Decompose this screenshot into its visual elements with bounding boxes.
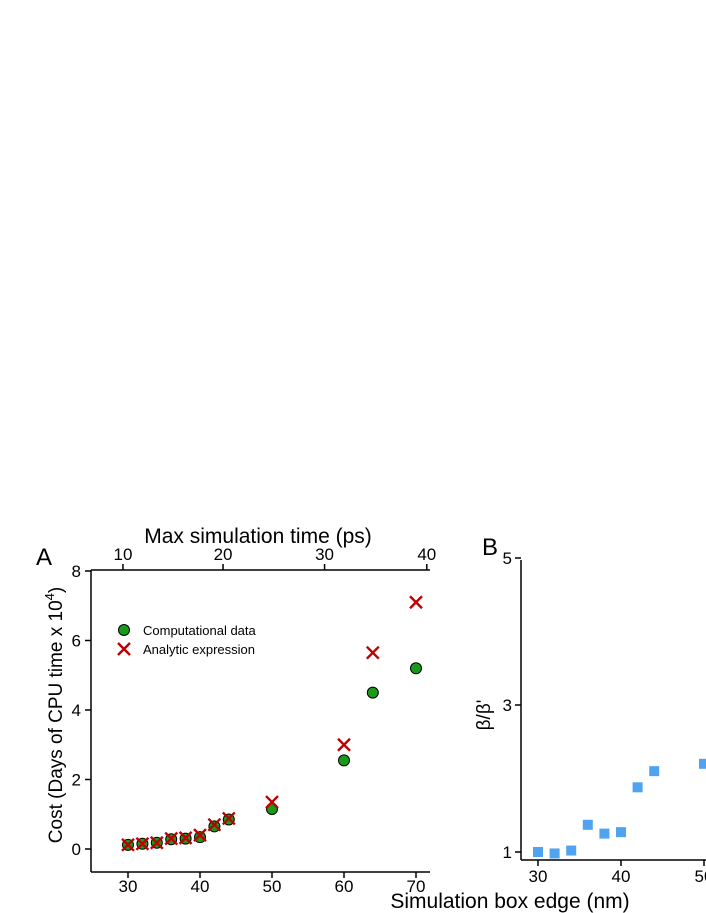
panel-a-data-point-analytic [265,795,279,809]
panel-b-x-tick-label: 30 [529,867,548,886]
panel-a-x-tick-label: 40 [191,877,210,896]
panel-b-data-point [566,845,577,856]
panel-b-data-point [699,758,706,769]
panel-a-data-point-analytic [193,828,207,842]
panel-a-y-tick-label: 8 [72,562,81,581]
panel-a: A Max simulation time (ps) Cost (Days of… [36,525,436,896]
panel-a-data-point-analytic [121,837,135,852]
panel-b: B β/β' 1 3 5 30 40 50 [474,534,706,886]
panel-a-data-point-computational [194,831,206,844]
panel-a-data-point-analytic [149,835,164,850]
panel-a-top-x-tick-label: 30 [315,545,334,564]
panel-a-y-axis-title-suffix: ) [46,587,67,593]
panel-a-y-tick-label: 6 [72,632,81,651]
panel-a-x-tick-label: 60 [335,877,354,896]
panel-b-x-tick-label: 40 [612,867,631,886]
panel-b-label: B [482,534,498,561]
panel-a-top-x-tick-label: 20 [214,545,233,564]
panel-a-data-point-analytic [221,811,236,826]
panel-a-legend-marker-computational [118,624,130,636]
panel-a-y-axis-title: Cost (Days of CPU time x 104) [42,587,67,843]
panel-a-data-point-analytic [135,836,150,851]
panel-a-x-tick-label: 50 [263,877,282,896]
panel-a-y-tick-label: 4 [72,701,81,720]
panel-a-legend-marker-analytic [117,642,131,656]
panel-b-y-axis-title: β/β' [474,700,495,731]
panel-a-top-x-tick-label: 10 [113,545,132,564]
panel-b-data-point [649,766,660,777]
panel-a-data-point-analytic [164,831,179,846]
panel-a-legend-label: Computational data [143,623,257,638]
panel-a-data-point-analytic [409,595,423,610]
panel-b-y-tick-label: 3 [503,696,512,715]
panel-a-top-x-axis-title: Max simulation time (ps) [144,525,372,548]
panel-b-data-point [632,782,643,793]
panel-b-x-tick-label: 50 [695,867,706,886]
panel-a-data-point-analytic [365,645,380,660]
panel-b-data-point [549,848,560,859]
panel-b-data-point [616,827,626,838]
panel-a-label: A [36,544,52,571]
panel-b-y-tick-label: 1 [503,843,512,862]
panel-b-data-point [599,828,610,839]
panel-a-legend-label: Analytic expression [143,642,255,657]
panel-a-y-tick-label: 0 [72,840,81,859]
panel-a-data-point-analytic [337,737,351,752]
panel-b-data-point [582,819,593,830]
panel-a-data-point-computational [208,820,221,833]
panel-a-x-tick-label: 70 [407,877,426,896]
panel-a-x-tick-label: 30 [119,877,138,896]
panel-b-y-tick-label: 5 [503,549,512,568]
panel-a-y-axis-title-superscript: 4 [42,593,57,600]
x-axis-title: Simulation box edge (nm) [390,890,629,913]
panel-b-data-point [533,847,543,857]
panel-a-data-point-analytic [178,831,193,845]
panel-a-data-point-computational [366,686,379,699]
panel-a-data-point-computational [338,754,350,767]
panel-a-top-x-tick-label: 40 [417,545,436,564]
panel-a-y-axis-title-main: Cost (Days of CPU time x 10 [46,600,67,843]
panel-a-data-point-computational [410,662,422,675]
panel-a-y-tick-label: 2 [72,771,81,790]
panel-a-data-point-analytic [207,817,222,832]
